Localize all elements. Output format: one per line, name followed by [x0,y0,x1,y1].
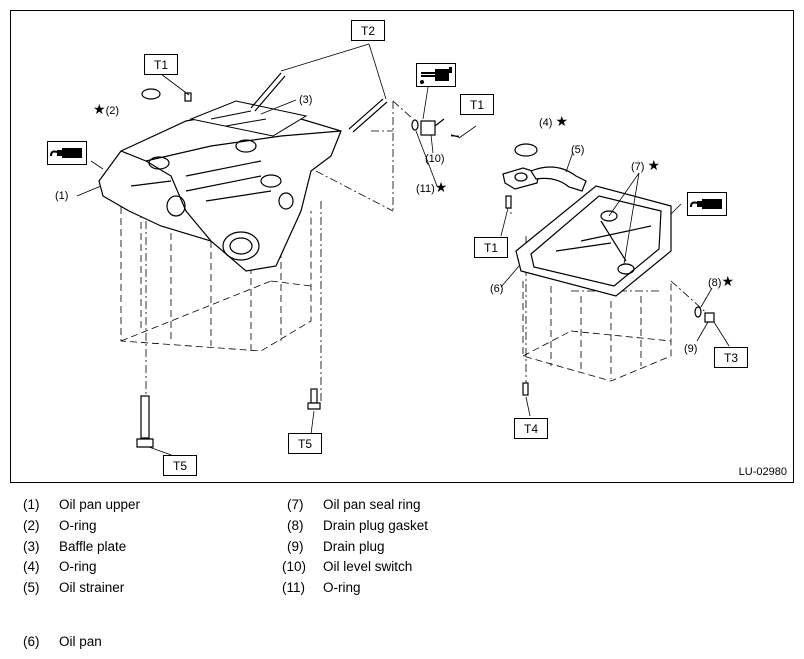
torque-tag-t4: T4 [514,418,548,439]
legend-item: (5)Oil strainer [23,580,125,595]
legend-item: (8)Drain plug gasket [287,518,429,533]
legend-item: (9)Drain plug [287,539,385,554]
parts-legend: (1)Oil pan upper (2)O-ring (3)Baffle pla… [0,494,804,654]
callout-3: (3) [299,94,313,106]
callout-1: (1) [55,190,69,202]
figure-id: LU-02980 [738,466,787,478]
oil-can-icon [416,63,456,87]
callout-6: (6) [490,283,504,295]
oil-strainer-shape [502,166,587,209]
legend-item: (2)O-ring [23,518,97,533]
legend-item: (6)Oil pan [23,634,102,649]
legend-item: (4)O-ring [23,559,97,574]
legend-item: (1)Oil pan upper [23,497,141,512]
torque-tag-t5: T5 [288,433,322,454]
lower-pan-outline [522,281,672,382]
legend-item: (10)Oil level switch [282,559,413,574]
upper-pan-outline [120,196,312,352]
long-bolt [136,92,321,448]
callout-11: (11)★ [416,179,448,195]
sealant-tube-icon [47,141,87,165]
callout-10: (10) [425,153,445,165]
callout-2: ★(2) [93,101,120,117]
sealant-tube-icon [687,192,727,216]
baffle-plate-shape [189,100,308,137]
callout-9: (9) [684,343,698,355]
legend-item: (3)Baffle plate [23,539,127,554]
studs [250,72,388,133]
oil-level-switch-shape [411,118,460,138]
leader-lines [76,43,730,457]
drain-parts [522,306,715,396]
torque-tag-t2: T2 [351,20,385,41]
legend-item: (7)Oil pan seal ring [287,497,421,512]
oil-pan-shape [515,185,672,297]
oil-pan-upper-shape [98,110,342,272]
callout-4: (4) ★ [539,113,569,129]
torque-tag-t3: T3 [714,347,748,368]
torque-tag-t1: T1 [474,237,508,258]
torque-tag-t5: T5 [163,455,197,476]
callout-8: (8)★ [708,273,735,289]
torque-tag-t1: T1 [144,54,178,75]
legend-item: (11)O-ring [282,580,361,595]
o-rings [141,88,538,157]
torque-tag-t1: T1 [460,94,494,115]
exploded-diagram: T2 T1 T1 T1 T3 T4 T5 T5 ★(2) (3) (1) (10… [10,10,794,483]
callout-7: (7) ★ [631,157,661,173]
callout-5: (5) [571,144,585,156]
diagram-drawing [76,43,730,457]
